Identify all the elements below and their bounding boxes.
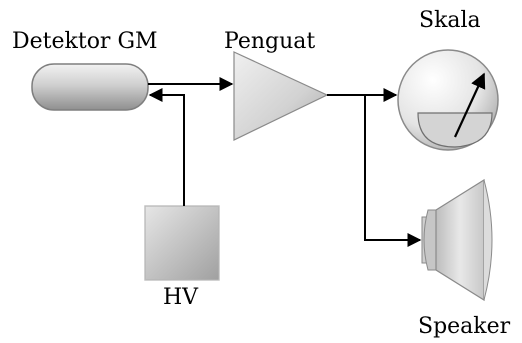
scale-label: Skala — [419, 8, 481, 33]
detector-label: Detektor GM — [12, 29, 158, 54]
hv-label: HV — [163, 285, 199, 310]
speaker-label: Speaker — [418, 314, 511, 339]
meter-needle — [454, 72, 486, 138]
hv-shape — [144, 205, 220, 281]
amplifier-to-speaker-arrow — [364, 95, 422, 247]
speaker-shape — [421, 178, 493, 302]
hv-to-detector-arrow — [148, 88, 185, 206]
meter-shape — [397, 49, 499, 151]
detector-shape — [31, 63, 149, 111]
amplifier-shape — [233, 51, 329, 141]
amplifier-label: Penguat — [224, 29, 316, 54]
